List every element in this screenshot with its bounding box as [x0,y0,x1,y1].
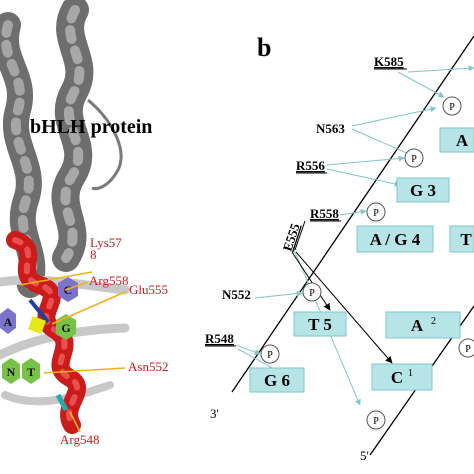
svg-text:P: P [267,350,273,361]
panel-letter-b: b [257,33,271,62]
arrow-r556-2 [326,168,401,187]
svg-text:P: P [465,344,471,355]
svg-text:T 5: T 5 [308,315,332,334]
box-t-right: T [449,225,474,253]
svg-text:1: 1 [408,368,413,379]
box-a2: A 2 [385,311,461,339]
svg-text:P: P [309,288,315,299]
label-asn552: Asn552 [128,359,168,374]
phosphate-5: P [260,344,280,364]
arrow-r558 [339,208,367,216]
arrow-n563-2 [351,106,437,127]
svg-text:A: A [411,316,424,335]
arrow-n552 [254,290,303,299]
box-t5: T 5 [293,311,347,337]
side-chain-yellow [28,316,46,334]
leader-arg548 [69,411,81,433]
phosphate-6: P [458,338,474,358]
svg-text:T: T [460,230,472,249]
label-n552: N552 [222,287,251,302]
label-r558: R558 [310,206,339,221]
backbone-strand-1 [231,35,474,393]
side-chain-teal [55,393,69,412]
protein-title: bHLH protein [30,116,152,138]
label-5prime: 5' [360,448,369,463]
box-c1: C 1 [371,363,433,391]
underline-e555 [294,220,306,251]
base-t: T [22,358,40,384]
svg-text:A: A [456,131,469,150]
svg-text:P: P [449,102,455,113]
svg-text:P: P [373,416,379,427]
svg-text:A: A [4,315,13,329]
side-chain-1 [28,298,50,324]
label-lys57-cont: 8 [90,247,97,262]
arrow-e555-t5 [291,251,331,311]
gray-helix-right-shade [60,5,85,263]
svg-text:P: P [411,154,417,165]
phosphate-4: P [302,282,322,302]
leader-asn552 [43,367,126,374]
arrow-r556-1 [326,155,405,166]
phosphate-1: P [442,96,462,116]
phosphate-2: P [404,148,424,168]
svg-text:G 3: G 3 [410,181,436,200]
svg-text:N: N [7,365,16,379]
label-r548: R548 [205,331,234,346]
arrow-k585-1 [397,71,445,98]
box-a-right: A [439,127,474,153]
arrow-r548-1 [235,344,261,355]
label-arg558: Arg558 [89,273,128,288]
base-n: N [2,358,20,384]
svg-text:P: P [373,208,379,219]
svg-text:C: C [64,283,73,297]
svg-text:T: T [27,365,35,379]
label-k585: K585 [374,54,404,69]
label-glu555: Glu555 [129,282,168,297]
svg-text:A / G 4: A / G 4 [370,230,421,249]
phosphate-3: P [366,202,386,222]
panel-a-structure: C A G N T bHLH protein Lys57 8 Arg558 Gl… [0,0,168,447]
svg-text:2: 2 [431,316,436,327]
gray-loop [87,98,123,191]
phosphate-7: P [366,410,386,430]
base-a: A [0,308,16,334]
red-helix-highlight [12,237,80,428]
leader-lys578 [19,271,93,286]
arrow-k585-2 [407,65,474,73]
panel-b-diagram: b G 3 A / G 4 T 5 [205,33,474,463]
box-g6: G 6 [249,367,305,393]
label-3prime: 3' [210,406,219,421]
label-lys57: Lys57 [90,235,122,250]
arrow-e555-c1 [295,251,393,364]
box-g3: G 3 [396,177,450,203]
label-arg548: Arg548 [60,432,99,447]
label-r556: R556 [296,158,325,173]
box-ag4: A / G 4 [356,225,434,253]
label-n563: N563 [316,121,345,136]
svg-text:G 6: G 6 [264,371,290,390]
leader-glu555 [51,291,126,325]
leader-arg558 [64,281,89,291]
svg-text:C: C [391,368,403,387]
svg-text:G: G [61,321,70,335]
